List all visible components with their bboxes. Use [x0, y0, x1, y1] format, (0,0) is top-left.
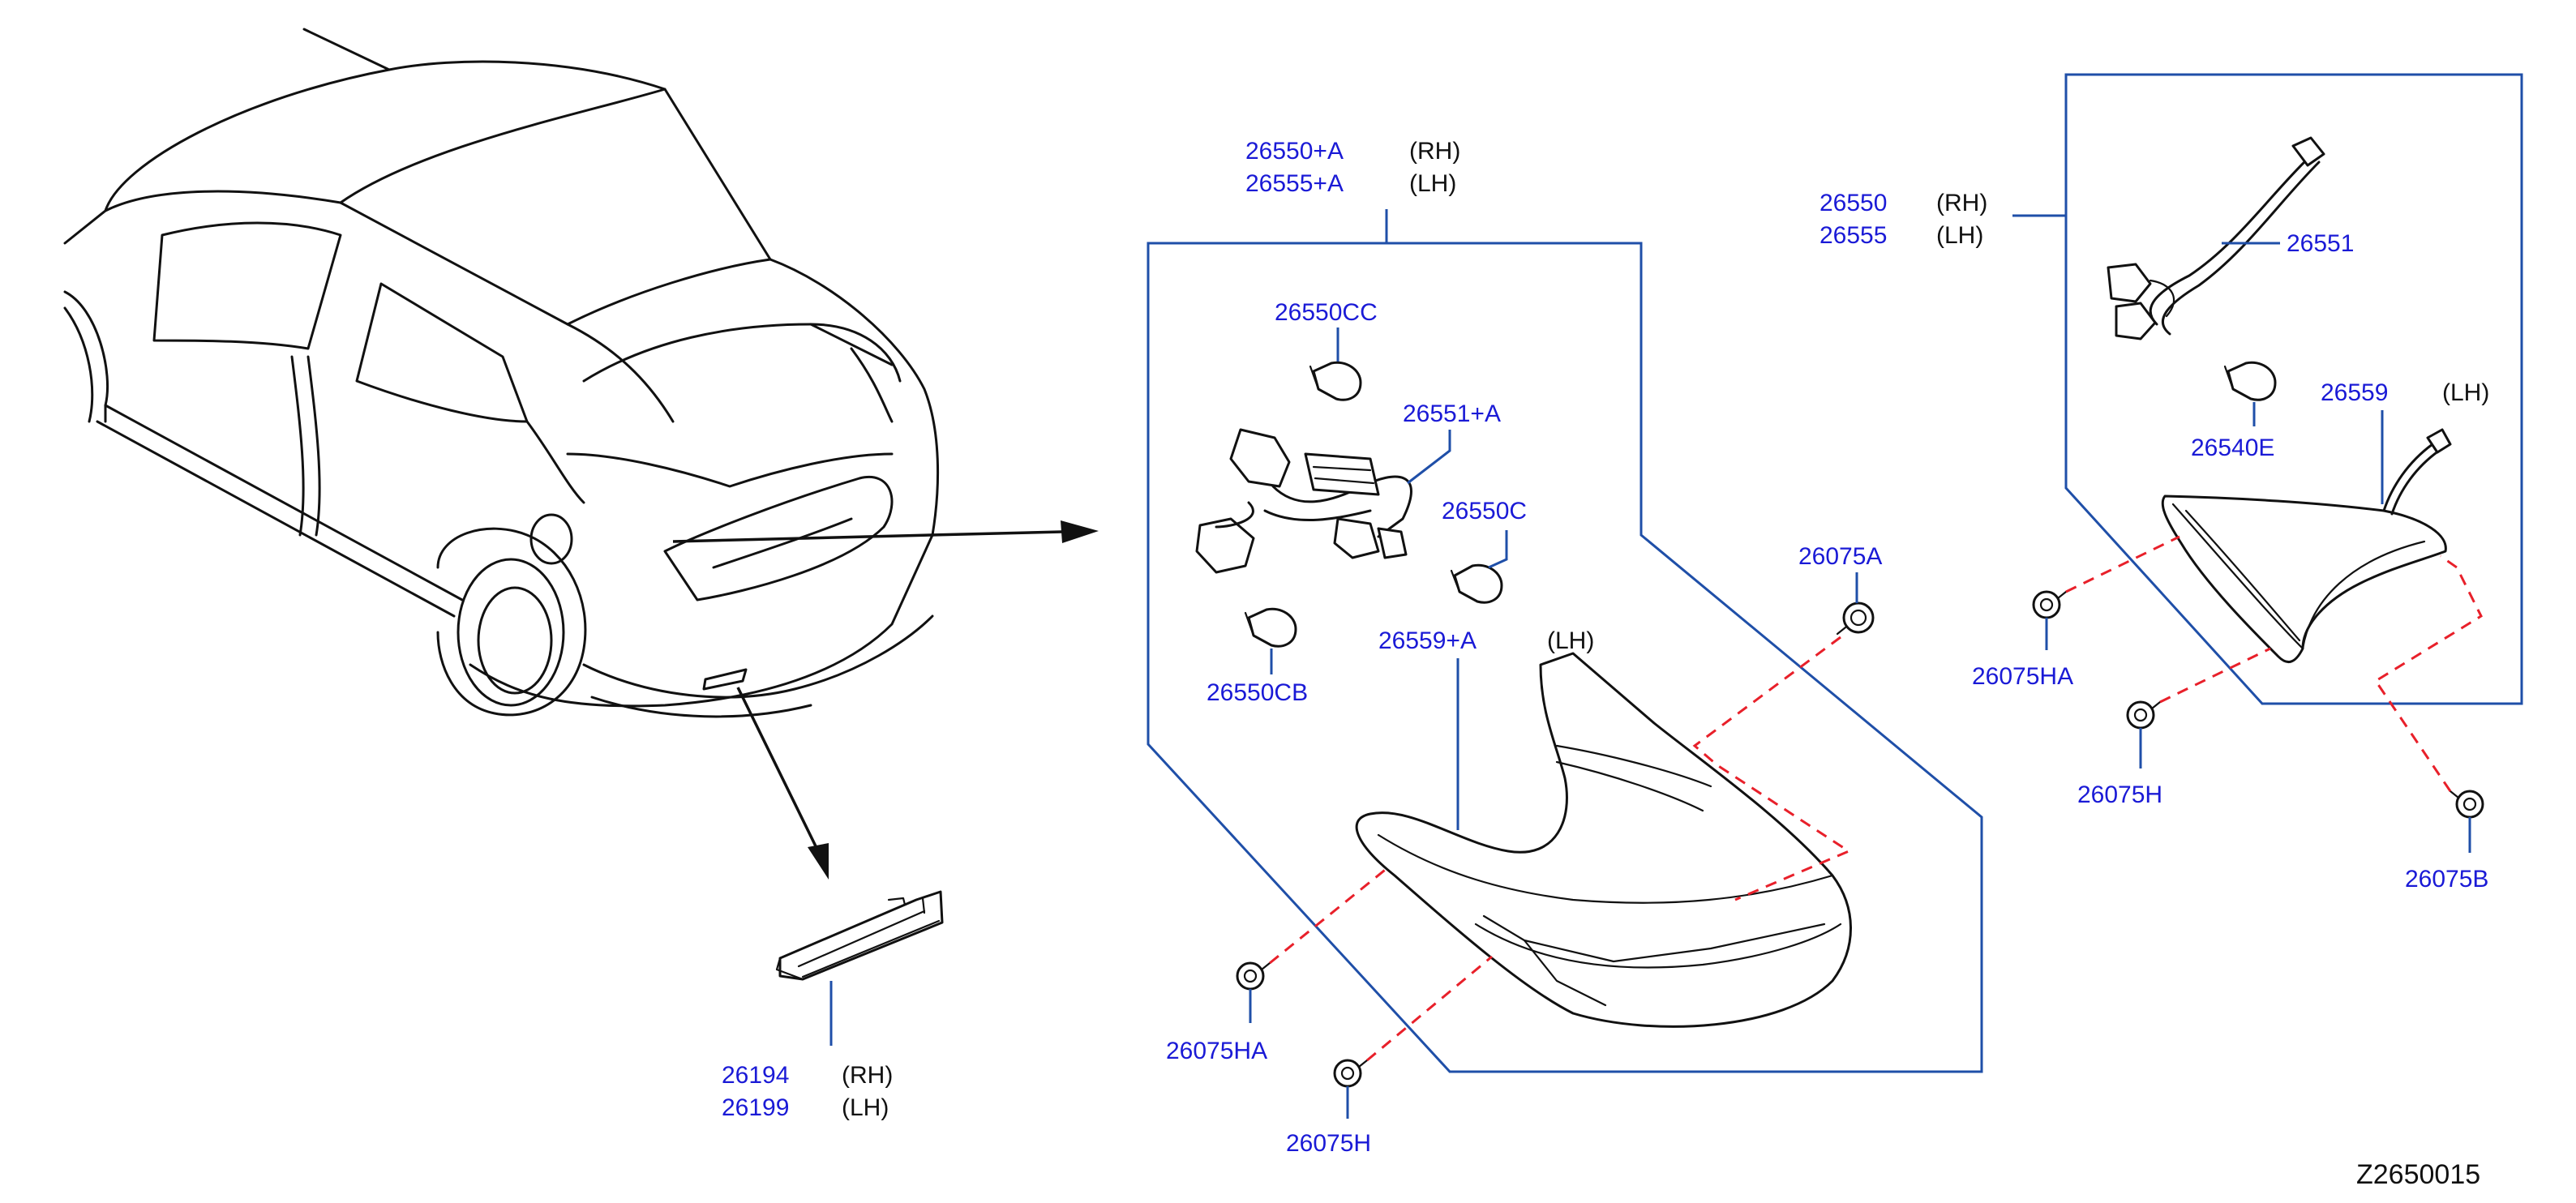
combination-lamp-lens-a — [1355, 652, 1852, 1028]
fastener-paths-b — [2065, 535, 2483, 792]
bulb-cb-label: 26550CB — [1207, 679, 1308, 706]
drawing-code: Z2650015 — [2356, 1159, 2480, 1190]
grommet-26075b — [2449, 790, 2484, 819]
side-marker-side-rh: (RH) — [842, 1062, 893, 1089]
bulb-26550cb — [1244, 607, 1297, 648]
vehicle-illustration — [63, 28, 940, 718]
lamp-a-assy-frame — [1147, 242, 1983, 1073]
lens-a-label: 26559+A — [1378, 627, 1477, 654]
side-marker-pn-lh: 26199 — [722, 1094, 789, 1121]
grommet-ha-a-label: 26075HA — [1166, 1038, 1267, 1064]
callout-arrows — [672, 520, 1099, 880]
grommet-ha-b-label: 26075HA — [1972, 663, 2073, 690]
bulb-26550c — [1450, 563, 1503, 604]
grommet-26075a — [1836, 602, 1875, 636]
grommet-26075h-a — [1333, 1059, 1369, 1088]
harness-26551 — [2107, 136, 2325, 340]
side-marker-pn-rh: 26194 — [722, 1062, 789, 1089]
bulb-c-label: 26550C — [1442, 498, 1527, 524]
bulb-26550cc — [1309, 361, 1362, 401]
grommet-h-b-label: 26075H — [2077, 781, 2162, 808]
bulb-26540e — [2223, 361, 2277, 401]
side-marker-side-lh: (LH) — [842, 1094, 889, 1121]
grommet-h-a-label: 26075H — [1286, 1130, 1371, 1157]
harness-26551a — [1195, 428, 1412, 574]
lamp-b-assy-side-rh: (RH) — [1936, 190, 1987, 216]
bulb-e-label: 26540E — [2191, 435, 2274, 461]
grommet-b-label: 26075B — [2405, 866, 2488, 893]
bulb-cc-label: 26550CC — [1275, 299, 1378, 326]
harness-b-label: 26551 — [2287, 230, 2354, 257]
grommet-26075ha-a — [1236, 961, 1271, 991]
side-marker-lamp — [775, 890, 944, 981]
grommet-26075h-b — [2126, 700, 2162, 730]
lamp-a-assy-pn-lh: 26555+A — [1245, 170, 1344, 197]
harness-a-label: 26551+A — [1403, 400, 1501, 427]
lamp-a-assy-side-rh: (RH) — [1409, 138, 1460, 165]
lens-b-label: 26559 — [2321, 379, 2388, 406]
grommet-a-label: 26075A — [1798, 543, 1882, 570]
lens-a-side: (LH) — [1547, 627, 1594, 654]
lamp-b-assy-pn-lh: 26555 — [1819, 222, 1887, 249]
lamp-b-assy-side-lh: (LH) — [1936, 222, 1983, 249]
lens-b-side: (LH) — [2442, 379, 2489, 406]
grommet-26075ha-b — [2032, 590, 2068, 619]
combination-lamp-lens-b — [2161, 428, 2452, 664]
fastener-paths-a — [1269, 636, 1852, 1062]
lamp-b-assy-pn-rh: 26550 — [1819, 190, 1887, 216]
lamp-a-assy-side-lh: (LH) — [1409, 170, 1456, 197]
lamp-a-assy-pn-rh: 26550+A — [1245, 138, 1344, 165]
